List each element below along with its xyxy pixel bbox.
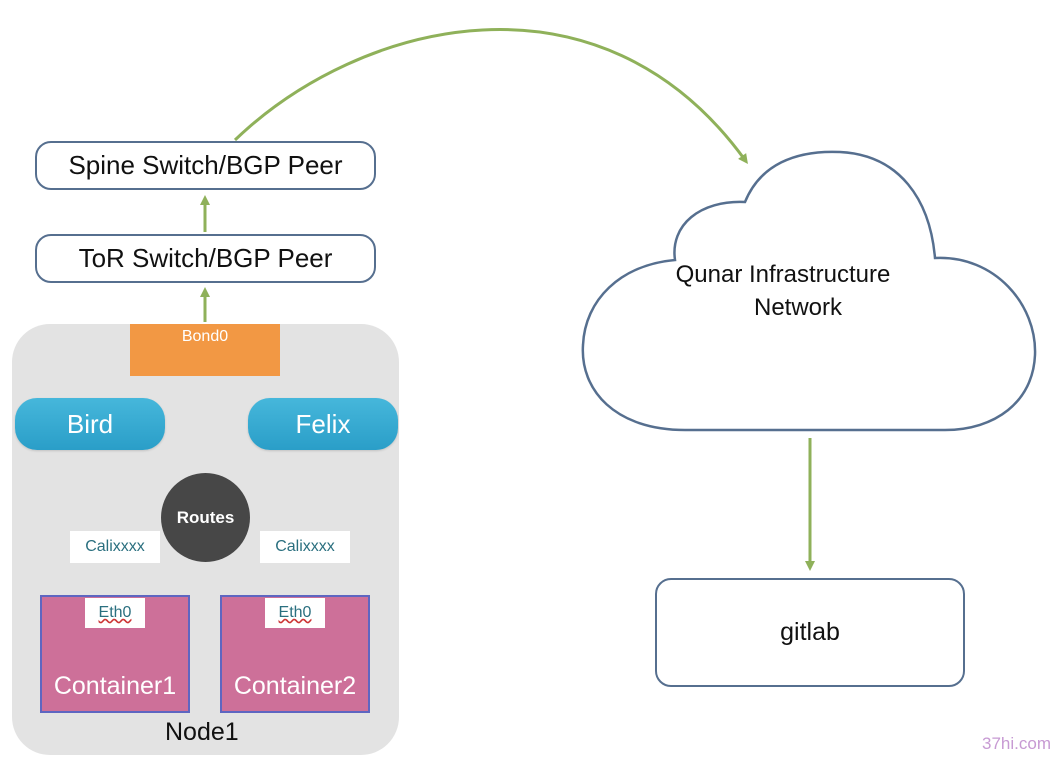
- felix-component: Felix: [248, 398, 398, 450]
- spine-switch-label: Spine Switch/BGP Peer: [68, 150, 343, 180]
- bird-component: Bird: [15, 398, 165, 450]
- spine-to-cloud-arrow: [233, 28, 748, 165]
- container2-label: Container2: [233, 672, 357, 700]
- bond-interface: Bond0: [130, 324, 280, 376]
- tor-switch-box: ToR Switch/BGP Peer: [35, 234, 376, 283]
- routes-circle: Routes: [161, 473, 250, 562]
- cali-right-label: Calixxxx: [275, 538, 335, 555]
- cali-left-label: Calixxxx: [85, 538, 145, 555]
- bird-label: Bird: [66, 408, 114, 439]
- cloud-label: Qunar Infrastructure Network: [648, 258, 918, 324]
- cloud-shape: [581, 150, 1037, 432]
- cloud-label-line2: Network: [753, 294, 843, 321]
- watermark: 37hi.com: [982, 734, 1051, 753]
- container2-eth-tag: Eth0: [265, 598, 325, 628]
- tor-switch-label: ToR Switch/BGP Peer: [78, 243, 333, 273]
- felix-label: Felix: [295, 408, 351, 439]
- cali-left-tag: Calixxxx: [70, 531, 160, 563]
- bond-label: Bond0: [181, 328, 229, 345]
- routes-label: Routes: [176, 507, 235, 527]
- cloud-label-line1: Qunar Infrastructure: [675, 261, 891, 288]
- container1-eth-label: Eth0: [98, 604, 132, 621]
- gitlab-label: gitlab: [780, 618, 840, 646]
- gitlab-box: gitlab: [655, 578, 965, 687]
- container1-eth-tag: Eth0: [85, 598, 145, 628]
- container1-label: Container1: [53, 672, 177, 700]
- cali-right-tag: Calixxxx: [260, 531, 350, 563]
- spine-switch-box: Spine Switch/BGP Peer: [35, 141, 376, 190]
- container2-eth-label: Eth0: [278, 604, 312, 621]
- node-label: Node1: [165, 718, 239, 746]
